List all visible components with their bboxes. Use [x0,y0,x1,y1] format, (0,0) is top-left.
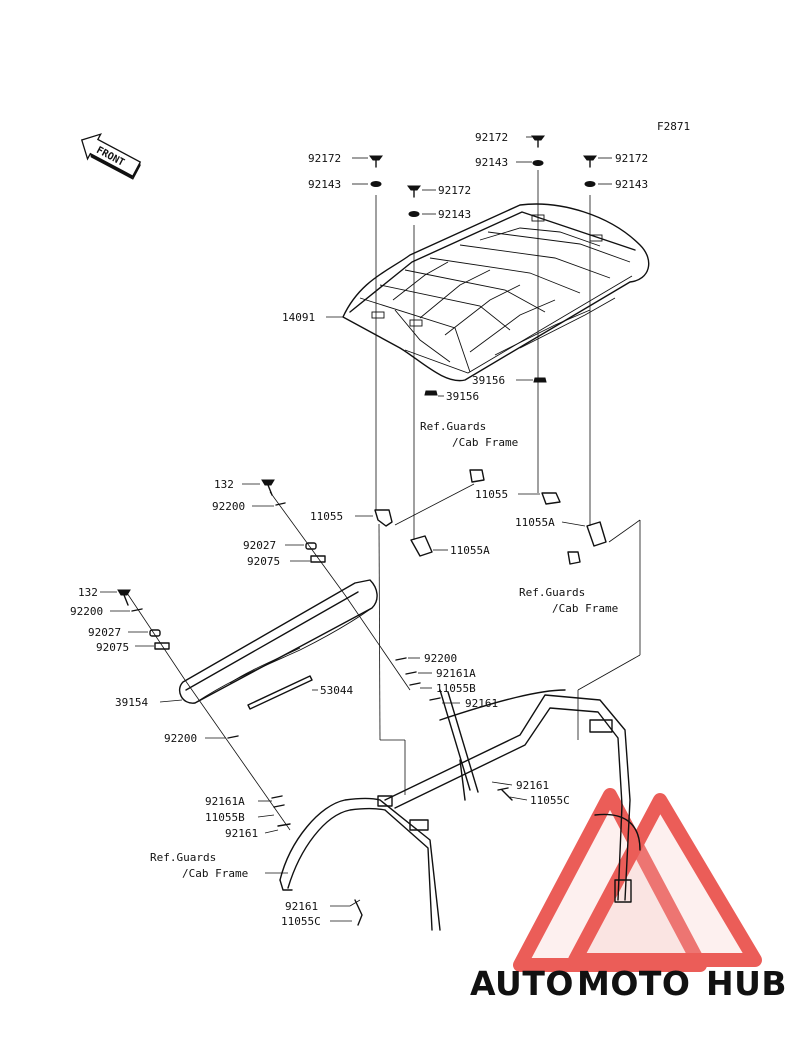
roof-part-14091 [342,203,650,382]
label-11055a-mid: 11055A [450,544,490,557]
front-arrow-icon: FRONT [80,133,142,180]
label-92172-top: 92172 [475,131,508,144]
label-39154: 39154 [115,696,148,709]
watermark-logo-icon [513,788,762,972]
label-11055-right: 11055 [475,488,508,501]
label-39156-a: 39156 [472,374,505,387]
label-ref-guards-1: Ref.Guards [420,420,486,433]
label-92172-mid: 92172 [438,184,471,197]
fastener-icon [117,479,509,827]
label-92200-a: 92200 [212,500,245,513]
watermark-part-moto: MOTO [577,964,690,1003]
label-cab-frame-2: /Cab Frame [552,602,618,615]
label-92027-a: 92027 [243,539,276,552]
label-92075-b: 92075 [96,641,129,654]
cab-frame [279,689,641,931]
label-11055-left: 11055 [310,510,343,523]
assembly-lines [124,170,641,831]
label-92161a-a: 92161A [436,667,476,680]
label-92200-b: 92200 [70,605,103,618]
visor-part-39154 [178,579,378,704]
label-92027-b: 92027 [88,626,121,639]
watermark-part-hub: HUB [706,964,787,1003]
bracket-icon [374,377,607,565]
leader-lines [100,136,612,922]
label-92143-right: 92143 [615,178,648,191]
label-cab-frame-1: /Cab Frame [452,436,518,449]
label-92143-left: 92143 [308,178,341,191]
label-11055c-b: 11055C [281,915,321,928]
watermark-part-auto: AUTO [470,964,574,1003]
label-92200-d: 92200 [164,732,197,745]
label-92161-a: 92161 [465,697,498,710]
label-92172-left: 92172 [308,152,341,165]
figure-code: F2871 [657,120,690,133]
label-11055b-a: 11055B [436,682,476,695]
label-92161-d: 92161 [285,900,318,913]
label-132-b: 132 [78,586,98,599]
label-53044: 53044 [320,684,353,697]
label-92161-b: 92161 [516,779,549,792]
label-92161a-b: 92161A [205,795,245,808]
label-11055c-a: 11055C [530,794,570,807]
label-92172-right: 92172 [615,152,648,165]
label-132-a: 132 [214,478,234,491]
seal-strip-53044 [247,675,313,710]
label-39156-b: 39156 [446,390,479,403]
part-labels: 92172 92143 92172 92143 92172 92143 9217… [70,131,648,928]
label-11055b-b: 11055B [205,811,245,824]
label-ref-guards-2: Ref.Guards [519,586,585,599]
label-92143-top: 92143 [475,156,508,169]
bolt-icon [369,135,597,217]
label-92200-c: 92200 [424,652,457,665]
watermark-text: AUTO MOTO HUB [470,964,787,1003]
label-14091: 14091 [282,311,315,324]
label-92143-mid: 92143 [438,208,471,221]
label-92161-c: 92161 [225,827,258,840]
label-cab-frame-3: /Cab Frame [182,867,248,880]
label-92075-a: 92075 [247,555,280,568]
label-ref-guards-3: Ref.Guards [150,851,216,864]
label-11055a-right: 11055A [515,516,555,529]
